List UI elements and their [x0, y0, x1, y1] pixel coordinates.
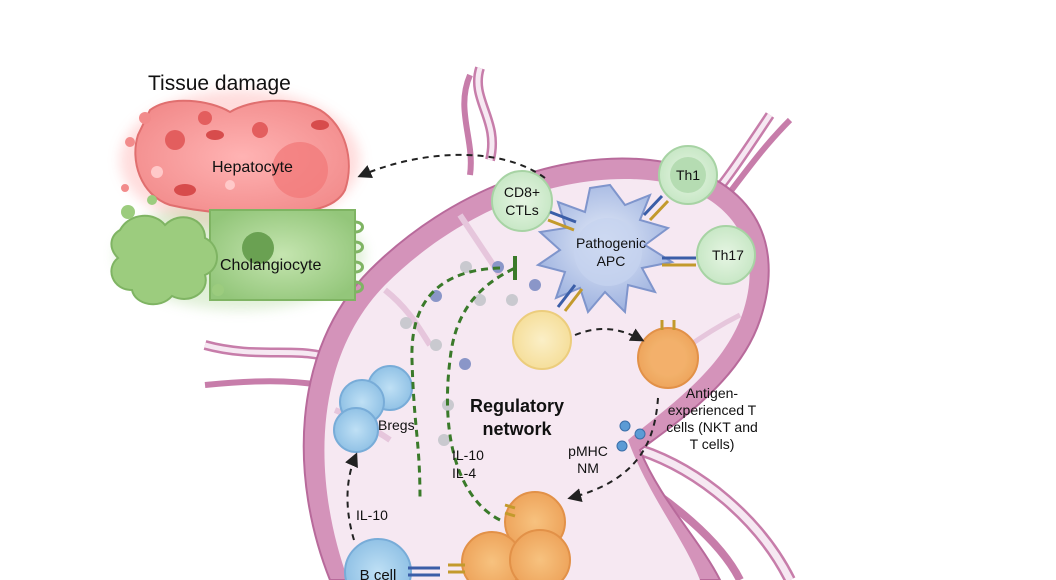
il10-il4-line2: IL-4: [452, 465, 476, 481]
antigen-label-line2: experienced T: [668, 402, 757, 418]
regulatory-inhibition-inner: [410, 266, 501, 501]
arrow-cd8-to-hepatocyte: [357, 153, 546, 179]
cytokine-dots: [400, 261, 541, 446]
antigen-label-line4: T cells): [690, 436, 735, 452]
antigen-experienced-t-cell: [637, 320, 699, 389]
pmhc-label-line2: NM: [577, 460, 599, 476]
tcr-mhc-receptors: [547, 194, 696, 312]
b-cell: [344, 538, 440, 580]
cd8-label-line2: CTLs: [505, 202, 538, 218]
th1-label: Th1: [676, 167, 700, 183]
cholangiocyte-cell: [110, 195, 364, 306]
naive-t-cell: [512, 310, 572, 370]
pathogenic-apc-cell: [535, 183, 675, 315]
antigen-label-line3: cells (NKT and: [666, 419, 758, 435]
bregs-cells: [333, 365, 413, 453]
regulatory-inhibition-outer: [446, 266, 516, 522]
arrow-bcell-to-bregs: [345, 452, 358, 541]
cd8-ctl-cell: [491, 170, 553, 232]
hepatocyte-cell: [121, 99, 350, 219]
th17-label: Th17: [712, 247, 744, 263]
pmhc-label-line1: pMHC: [568, 443, 608, 459]
hepatocyte-label: Hepatocyte: [212, 159, 293, 176]
arrow-antigen-to-cluster: [567, 397, 659, 502]
tissue-damage-title: Tissue damage: [148, 72, 291, 95]
th1-cell: [658, 145, 718, 205]
apc-label-line2: APC: [597, 253, 626, 269]
orange-t-cell-cluster: [448, 491, 571, 580]
regulatory-network-line1: Regulatory: [470, 396, 564, 416]
bcell-label: B cell: [360, 567, 397, 580]
regulatory-network-line2: network: [482, 419, 552, 439]
arrows: [345, 153, 659, 541]
apc-label-line1: Pathogenic: [576, 235, 646, 251]
arrow-naive-to-antigen: [574, 328, 645, 342]
il10-left-label: IL-10: [356, 507, 388, 523]
cholangiocyte-label: Cholangiocyte: [220, 257, 322, 274]
pmhc-nm-particles: [616, 420, 646, 452]
cd8-label-line1: CD8+: [504, 184, 540, 200]
bregs-label: Bregs: [378, 417, 415, 433]
antigen-label-line1: Antigen-: [686, 385, 738, 401]
th17-cell: [696, 225, 756, 285]
il10-il4-line1: IL-10: [452, 447, 484, 463]
